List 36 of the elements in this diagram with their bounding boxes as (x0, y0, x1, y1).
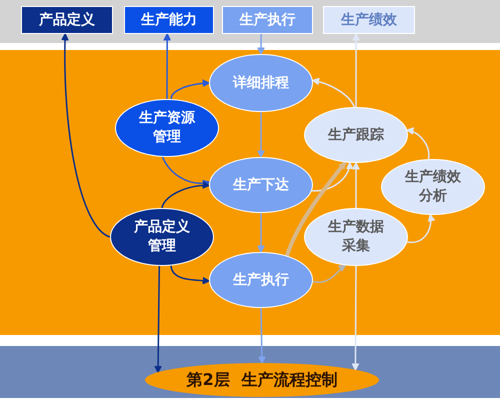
arrow (170, 80, 210, 100)
arrow (163, 32, 172, 99)
arrow (161, 182, 210, 208)
arrow (352, 32, 360, 107)
arrow (407, 214, 435, 244)
arrow (257, 213, 265, 254)
arrow (312, 264, 346, 283)
node-label: 生产执行 (233, 270, 289, 290)
node-label: 生产下达 (233, 176, 289, 194)
node-label: 生产跟踪 (328, 126, 384, 144)
category-box (124, 6, 214, 34)
node-label: 产品定义管理 (133, 218, 191, 256)
arrow (257, 34, 265, 56)
arrow (170, 265, 210, 285)
node-label: 详细排程 (233, 74, 289, 92)
arrow (352, 162, 360, 208)
category-box (323, 6, 415, 34)
node-label: 生产资源管理 (138, 109, 196, 147)
node-label: 第2层 生产流程控制 (186, 369, 338, 391)
arrow (312, 78, 355, 108)
node-label: 生产执行 (240, 10, 296, 30)
category-box (21, 6, 113, 34)
category-box (222, 6, 313, 34)
arrow (154, 266, 162, 374)
node-label: 产品定义 (39, 10, 95, 30)
arrow (258, 308, 266, 364)
arrow (312, 162, 354, 192)
arrow (285, 161, 347, 256)
arrow (406, 128, 430, 160)
node-label: 生产数据采集 (326, 218, 385, 256)
node-label: 生产绩效 (341, 10, 397, 30)
arrow (257, 112, 265, 158)
arrow (352, 266, 360, 371)
arrow (61, 32, 110, 238)
node-label: 生产能力 (141, 10, 197, 30)
node-label: 生产绩效分析 (404, 168, 462, 206)
